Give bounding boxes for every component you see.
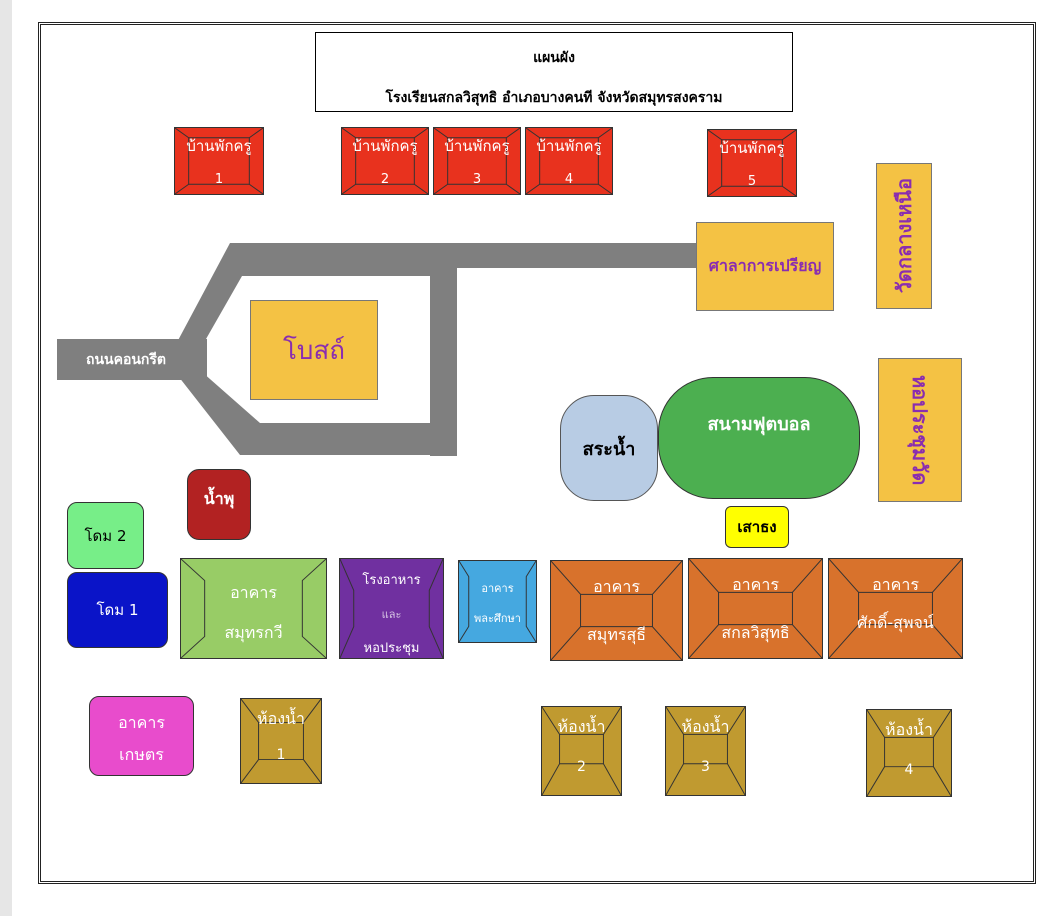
teacher-house-4: บ้านพักครู 4 bbox=[525, 127, 613, 195]
dome-1-label: โดม 1 bbox=[96, 601, 139, 619]
restroom-1-number: 1 bbox=[276, 747, 286, 763]
road-vertical-segment bbox=[430, 268, 457, 456]
canteen-line1: โรงอาหาร bbox=[362, 573, 421, 588]
sakonwisut-line1: อาคาร bbox=[732, 575, 779, 594]
teacher-house-3-label: บ้านพักครู bbox=[444, 137, 510, 155]
teacher-house-2-number: 2 bbox=[380, 172, 390, 187]
chapel-label: โบสถ์ bbox=[282, 335, 346, 366]
pond: สระน้ำ bbox=[560, 395, 658, 501]
pond-label: สระน้ำ bbox=[582, 438, 636, 460]
teacher-house-3: บ้านพักครู 3 bbox=[433, 127, 521, 195]
building-samutsuchi: อาคาร สมุทรสุธี bbox=[550, 560, 683, 661]
pe-line1: อาคาร bbox=[481, 582, 514, 595]
flagpole-label: เสาธง bbox=[737, 518, 777, 536]
restroom-1: ห้องน้ำ 1 bbox=[240, 698, 322, 784]
building-sak-suphot: อาคาร ศักดิ์-สุพจน์ bbox=[828, 558, 963, 659]
sak-suphot-line1: อาคาร bbox=[872, 575, 919, 594]
restroom-4-label: ห้องน้ำ bbox=[885, 720, 933, 739]
football-field-label: สนามฟุตบอล bbox=[707, 413, 811, 435]
dome-1: โดม 1 bbox=[67, 572, 168, 648]
road-main-horizontal bbox=[230, 243, 787, 276]
fountain: น้ำพุ bbox=[187, 469, 251, 540]
teacher-house-2-label: บ้านพักครู bbox=[352, 137, 418, 155]
road-stub-left bbox=[57, 339, 207, 380]
chapel-ubosot: โบสถ์ bbox=[250, 300, 378, 400]
restroom-3-label: ห้องน้ำ bbox=[681, 717, 730, 736]
flagpole: เสาธง bbox=[725, 506, 789, 548]
temple-north-label: วัดกลางเหนือ bbox=[892, 178, 916, 294]
sala-label: ศาลาการเปรียญ bbox=[708, 256, 822, 275]
fountain-label: น้ำพุ bbox=[203, 489, 235, 508]
building-physical-education: อาคาร พละศึกษา bbox=[458, 560, 537, 643]
map-title: แผนผัง bbox=[533, 50, 575, 66]
teacher-house-2: บ้านพักครู 2 bbox=[341, 127, 429, 195]
restroom-3: ห้องน้ำ 3 bbox=[665, 706, 746, 796]
road-lower-branch bbox=[175, 372, 430, 455]
teacher-house-1: บ้านพักครู 1 bbox=[174, 127, 264, 195]
map-frame bbox=[38, 22, 1036, 884]
pe-line2: พละศึกษา bbox=[474, 612, 521, 625]
meeting-hall-label: หอประชุมวัด bbox=[908, 374, 932, 486]
teacher-house-5: บ้านพักครู 5 bbox=[707, 129, 797, 197]
samutsuchi-line2: สมุทรสุธี bbox=[587, 625, 646, 644]
restroom-3-number: 3 bbox=[701, 759, 710, 775]
teacher-house-4-number: 4 bbox=[564, 172, 574, 187]
sala-hall: ศาลาการเปรียญ bbox=[696, 222, 834, 311]
restroom-2-number: 2 bbox=[577, 759, 586, 775]
sakonwisut-line2: สกลวิสุทธิ bbox=[721, 623, 790, 642]
teacher-house-5-number: 5 bbox=[747, 174, 757, 189]
sak-suphot-line2: ศักดิ์-สุพจน์ bbox=[857, 613, 934, 632]
dome-2: โดม 2 bbox=[67, 502, 144, 569]
samutkawi-line1: อาคาร bbox=[230, 583, 277, 602]
teacher-house-4-label: บ้านพักครู bbox=[536, 137, 602, 155]
restroom-4-number: 4 bbox=[904, 762, 914, 778]
building-sakonwisut: อาคาร สกลวิสุทธิ bbox=[688, 558, 823, 659]
teacher-house-1-number: 1 bbox=[214, 172, 224, 187]
building-samutkawi: อาคาร สมุทรกวี bbox=[180, 558, 327, 659]
restroom-2-label: ห้องน้ำ bbox=[557, 717, 606, 736]
restroom-2: ห้องน้ำ 2 bbox=[541, 706, 622, 796]
building-agriculture: อาคาร เกษตร bbox=[89, 696, 194, 776]
dome-2-label: โดม 2 bbox=[84, 526, 127, 545]
agriculture-line2: เกษตร bbox=[119, 745, 164, 764]
canteen-line2: และ bbox=[381, 608, 402, 621]
teacher-house-3-number: 3 bbox=[472, 172, 482, 187]
temple-meeting-hall: หอประชุมวัด bbox=[878, 358, 962, 502]
road-upper-branch bbox=[175, 243, 256, 346]
restroom-4: ห้องน้ำ 4 bbox=[866, 709, 952, 797]
temple-north: วัดกลางเหนือ bbox=[876, 163, 932, 309]
canteen-line3: หอประชุม bbox=[363, 641, 420, 656]
map-subtitle: โรงเรียนสกลวิสุทธิ อำเภอบางคนที จังหวัดส… bbox=[385, 90, 723, 106]
samutkawi-line2: สมุทรกวี bbox=[224, 623, 283, 642]
concrete-road-label: ถนนคอนกรีต bbox=[85, 352, 167, 368]
building-canteen-hall: โรงอาหาร และ หอประชุม bbox=[339, 558, 444, 659]
restroom-1-label: ห้องน้ำ bbox=[257, 709, 305, 728]
agriculture-line1: อาคาร bbox=[118, 713, 165, 732]
teacher-house-5-label: บ้านพักครู bbox=[719, 139, 785, 157]
teacher-house-1-label: บ้านพักครู bbox=[186, 137, 252, 155]
map-title-box: แผนผัง โรงเรียนสกลวิสุทธิ อำเภอบางคนที จ… bbox=[315, 32, 793, 112]
samutsuchi-line1: อาคาร bbox=[593, 577, 640, 596]
football-field: สนามฟุตบอล bbox=[658, 377, 860, 499]
